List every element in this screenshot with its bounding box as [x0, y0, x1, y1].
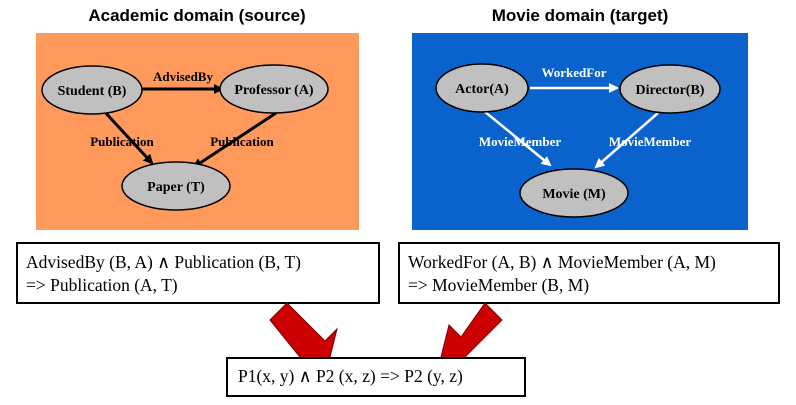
node-director: [619, 64, 721, 114]
source-domain-panel: Student (B) Professor (A) Paper (T) Advi…: [36, 33, 359, 230]
target-domain-panel: Actor(A) Director(B) Movie (M) WorkedFor…: [412, 33, 748, 230]
node-paper-label: Paper (T): [147, 180, 205, 195]
edge-moviemember-actor-movie: [483, 110, 552, 167]
source-rule-box: AdvisedBy (B, A) ∧ Publication (B, T) =>…: [16, 242, 380, 304]
source-graph: Student (B) Professor (A) Paper (T) Advi…: [41, 64, 329, 211]
edge-workedfor-label: WorkedFor: [542, 65, 607, 80]
source-rule-line-1: AdvisedBy (B, A) ∧ Publication (B, T): [26, 252, 301, 272]
edge-publication-right-label: Publication: [210, 134, 274, 149]
edge-publication-left-label: Publication: [90, 134, 154, 149]
node-movie: [519, 168, 629, 218]
edge-moviemember-right-label: MovieMember: [609, 134, 692, 149]
source-panel-title: Academic domain (source): [88, 6, 306, 25]
edge-advisedby-label: AdvisedBy: [153, 69, 213, 84]
generalized-rule-text: P1(x, y) ∧ P2 (x, z) => P2 (y, z): [238, 366, 463, 386]
target-rule-box: WorkedFor (A, B) ∧ MovieMember (A, M) =>…: [398, 242, 780, 304]
node-movie-label: Movie (M): [542, 187, 606, 202]
node-professor-label: Professor (A): [234, 83, 314, 98]
target-panel-title: Movie domain (target): [491, 6, 669, 25]
node-actor-label: Actor(A): [455, 82, 509, 97]
node-student: [41, 65, 143, 115]
node-student-label: Student (B): [58, 84, 127, 99]
node-director-label: Director(B): [636, 83, 705, 98]
edge-moviemember-left-label: MovieMember: [479, 134, 562, 149]
node-paper: [121, 161, 231, 211]
generalized-rule-box: P1(x, y) ∧ P2 (x, z) => P2 (y, z): [226, 357, 526, 397]
edge-publication-student-paper: [100, 107, 154, 165]
target-rule-line-1: WorkedFor (A, B) ∧ MovieMember (A, M): [408, 252, 716, 272]
node-actor: [435, 63, 529, 113]
target-rule-line-2: => MovieMember (B, M): [408, 275, 590, 295]
edge-publication-professor-paper: [192, 111, 277, 169]
source-rule-line-2: => Publication (A, T): [26, 275, 178, 295]
edge-moviemember-director-movie: [594, 112, 659, 169]
node-professor: [219, 64, 329, 114]
target-graph: Actor(A) Director(B) Movie (M) WorkedFor…: [435, 63, 721, 218]
